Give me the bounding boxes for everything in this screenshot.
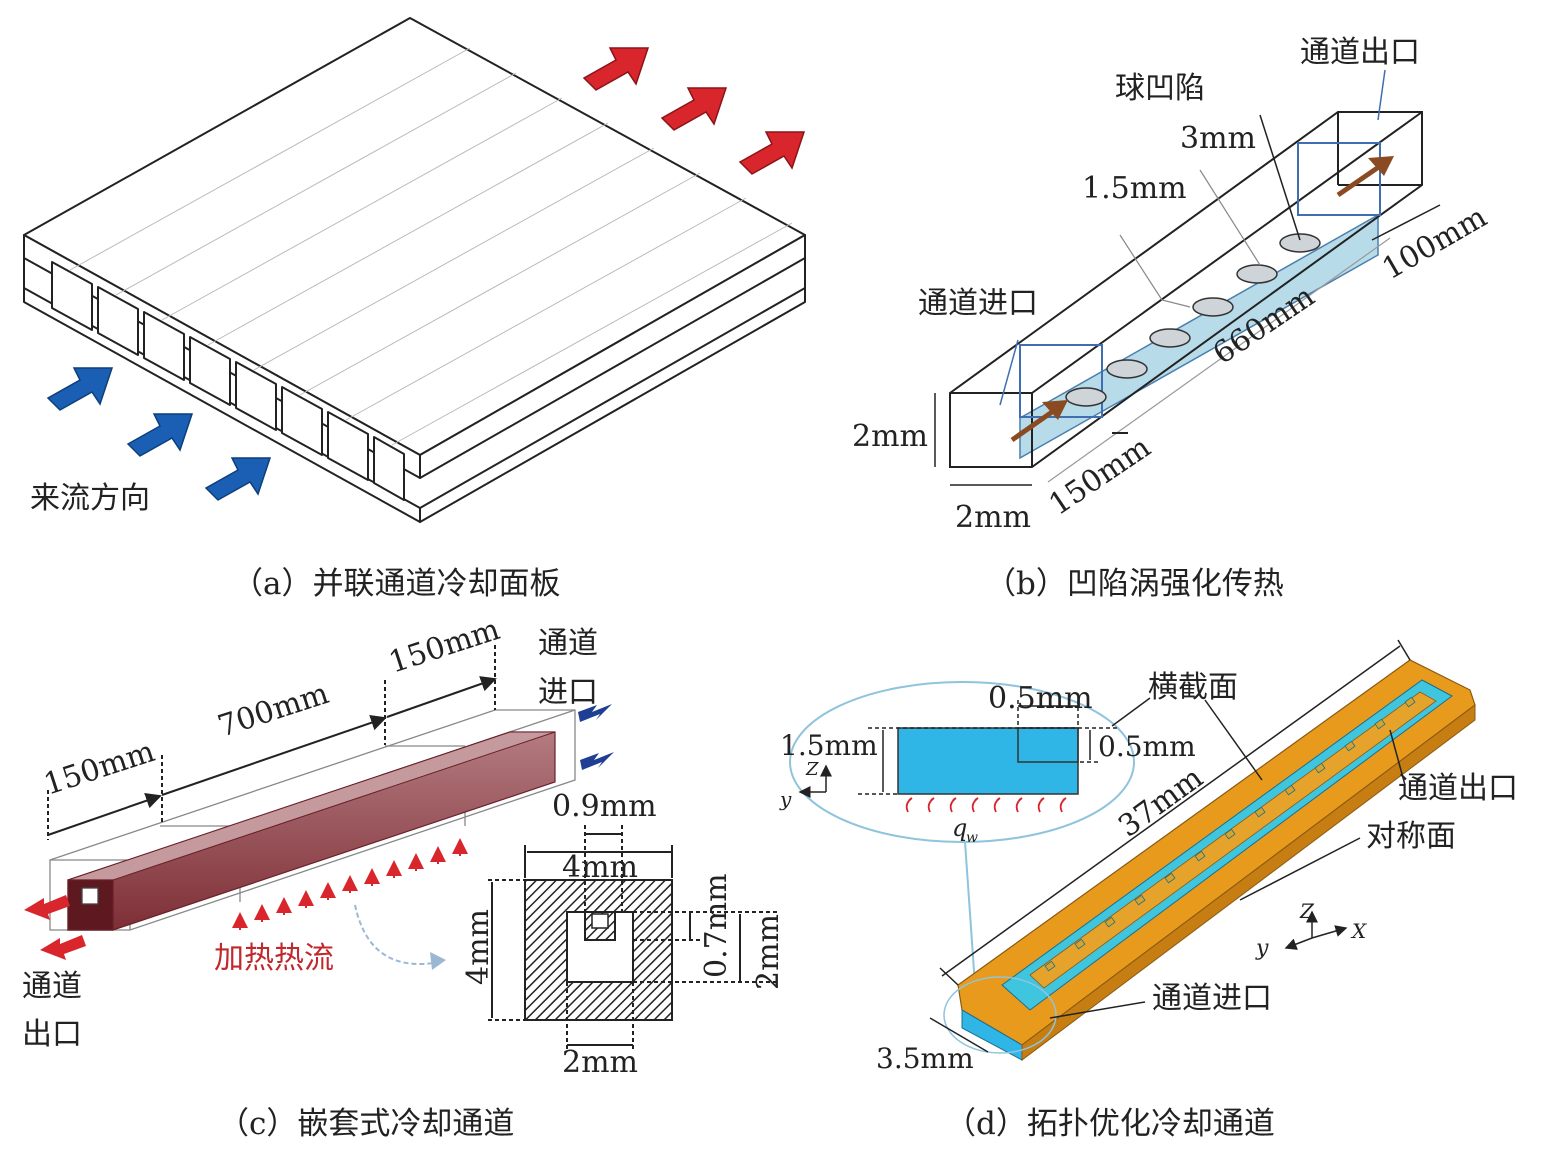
inlet-arrows-c — [578, 704, 614, 770]
inflow-arrow-icon — [204, 457, 272, 501]
outflow-arrow-icon — [582, 47, 650, 91]
dim-0-9mm: 0.9mm — [552, 789, 657, 824]
heat-flux-label: 加热热流 — [214, 941, 334, 976]
dim-0-5mm-side: 0.5mm — [1098, 730, 1196, 763]
inlet-label-d: 通道进口 — [1152, 981, 1272, 1016]
inlet-arrow-icon — [578, 704, 612, 722]
caption-d: （d）拓扑优化冷却通道 — [945, 1106, 1275, 1142]
axis-x: X — [1350, 919, 1367, 943]
inflow-arrows — [46, 367, 272, 501]
dimples — [1065, 233, 1321, 407]
inlet-label-c-line2: 进口 — [538, 675, 598, 710]
inlet-arrow-icon — [580, 752, 614, 770]
dim-4mm-top: 4mm — [562, 850, 638, 885]
dim-150mm-b: 150mm — [1043, 430, 1157, 523]
dimple-icon — [1192, 297, 1234, 317]
panel-d: 0.5mm 横截面 1.5mm 0.5mm Z y q w 37mm 通道出口 … — [779, 639, 1518, 1142]
inflow-arrow-icon — [126, 413, 194, 457]
flow-direction-label: 来流方向 — [30, 481, 150, 516]
heat-flux-symbol: q — [952, 814, 967, 842]
outflow-arrows — [582, 47, 806, 175]
caption-b: （b）凹陷涡强化传热 — [985, 566, 1284, 602]
dim-4mm-side: 4mm — [461, 909, 496, 985]
inlet-label-b: 通道进口 — [918, 286, 1038, 321]
dim-150mm-left: 150mm — [40, 734, 159, 803]
dim-2mm-side: 2mm — [751, 914, 786, 990]
axis-z: Z — [1299, 899, 1315, 923]
dimple-icon — [1236, 264, 1278, 284]
topology-channel-drawing — [943, 659, 1476, 1062]
dimple-icon — [1149, 328, 1191, 348]
dimple-channel-drawing — [934, 69, 1441, 486]
dim-2mm-width: 2mm — [955, 500, 1031, 535]
dim-3mm: 3mm — [1180, 121, 1256, 156]
dim-2mm-bottom: 2mm — [562, 1045, 638, 1080]
axis-z-small: Z — [805, 759, 819, 780]
dim-2mm-height: 2mm — [852, 419, 928, 454]
dim-150mm-right: 150mm — [385, 612, 504, 681]
axis-y: y — [1255, 936, 1269, 961]
caption-a: （a）并联通道冷却面板 — [232, 566, 560, 602]
dim-700mm: 700mm — [214, 676, 333, 745]
topology-cross-section — [798, 697, 1151, 813]
dimple-icon — [1279, 233, 1321, 253]
outlet-label-b: 通道出口 — [1300, 35, 1420, 70]
dimple-icon — [1106, 359, 1148, 379]
outlet-label-c-line1: 通道 — [22, 969, 82, 1004]
symmetry-plane-label: 对称面 — [1366, 819, 1456, 854]
dim-1-5mm: 1.5mm — [1082, 171, 1187, 206]
outflow-arrow-icon — [738, 131, 806, 175]
dim-0-5mm-top: 0.5mm — [988, 681, 1093, 716]
dimple-icon — [1065, 387, 1107, 407]
dim-1-5mm-d: 1.5mm — [780, 729, 878, 762]
outlet-label-c-line2: 出口 — [22, 1017, 82, 1052]
dim-100mm: 100mm — [1377, 200, 1493, 287]
heat-flux-subscript: w — [966, 830, 978, 846]
dim-0-7mm: 0.7mm — [699, 873, 734, 978]
panel-c: 150mm 700mm 150mm 通道 进口 通道 出口 加热热流 0.9mm… — [22, 612, 786, 1142]
panel-b: 通道出口 球凹陷 3mm 1.5mm 通道进口 100mm 660mm 2mm … — [852, 35, 1493, 602]
outlet-arrow-icon — [40, 935, 86, 960]
outflow-arrow-icon — [660, 87, 728, 131]
dimple-label: 球凹陷 — [1115, 71, 1205, 106]
channel-openings — [51, 261, 405, 501]
dim-3-5mm: 3.5mm — [876, 1042, 974, 1075]
axis-y-small: y — [779, 787, 792, 811]
fin-array — [1044, 696, 1416, 972]
caption-c: （c）嵌套式冷却通道 — [218, 1106, 514, 1142]
outlet-arrow-icon — [24, 895, 70, 920]
nested-cross-section — [488, 825, 780, 1052]
inflow-arrow-icon — [46, 367, 114, 411]
outlet-label-d: 通道出口 — [1398, 771, 1518, 806]
panel-a: 来流方向 （a）并联通道冷却面板 — [23, 17, 806, 602]
outlet-arrows-c — [24, 895, 86, 960]
inlet-label-c-line1: 通道 — [538, 626, 598, 661]
cross-section-label: 横截面 — [1148, 670, 1238, 705]
heat-flux-arrows — [232, 838, 468, 930]
cooling-panel-drawing — [23, 17, 806, 523]
nested-channel-drawing — [47, 645, 576, 931]
